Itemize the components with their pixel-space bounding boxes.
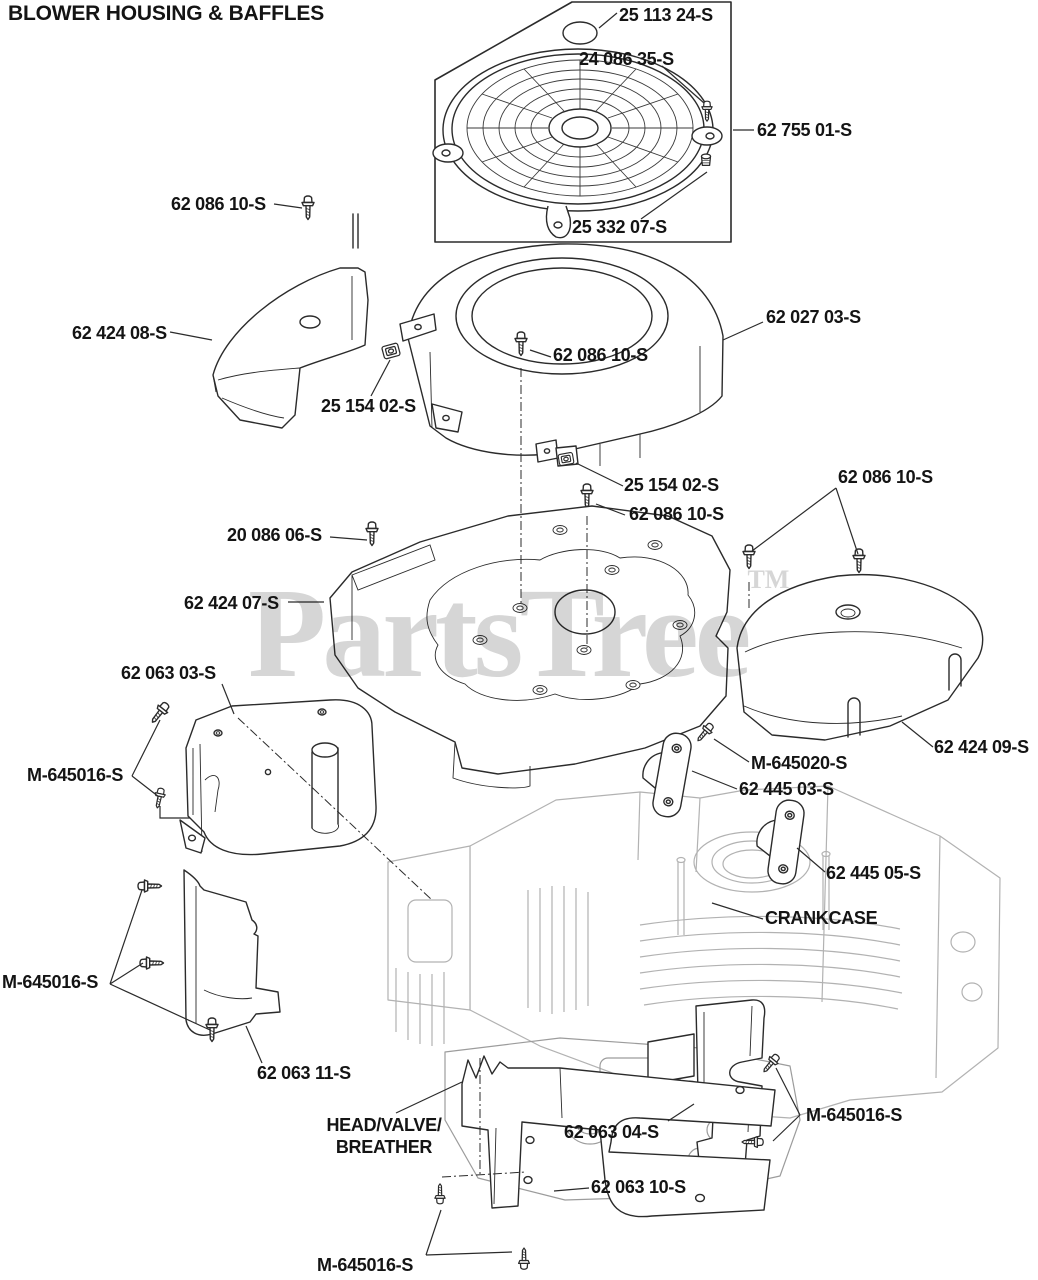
part-label: 62 086 10-S: [838, 467, 933, 487]
screw-m645016-b1: [434, 1183, 446, 1205]
nut-25-154-02-left: [380, 342, 402, 360]
nut-25-154-02-right: [557, 451, 575, 467]
heat-shield-62-063-03-drawing: [179, 699, 377, 856]
part-label: 62 424 09-S: [934, 737, 1029, 757]
part-label: M-645016-S: [2, 972, 99, 992]
part-label: 62 086 10-S: [629, 504, 724, 524]
plug-25-332-07: [700, 153, 712, 167]
grommet-25-113-24: [562, 21, 598, 45]
part-label: M-645016-S: [317, 1255, 414, 1275]
screw-62-086-10-right1: [742, 544, 756, 570]
screw-m645016-b2: [517, 1247, 531, 1270]
part-label: 62 027 03-S: [766, 307, 861, 327]
part-label: 62 755 01-S: [757, 120, 852, 140]
cover-62-424-09-drawing: [736, 573, 984, 741]
centerlines: [237, 368, 750, 1178]
part-label: 62 063 04-S: [564, 1122, 659, 1142]
screw-62-086-10-lower: [580, 483, 594, 509]
part-label: HEAD/VALVE/ BREATHER: [326, 1115, 442, 1157]
cover-62-424-08-drawing: [212, 213, 369, 429]
part-label: 62 424 07-S: [184, 593, 279, 613]
part-label: CRANKCASE: [765, 908, 878, 928]
grille-screen-drawing: [432, 48, 723, 239]
screw-62-086-10-right2: [852, 548, 866, 574]
part-label: 20 086 06-S: [227, 525, 322, 545]
crankcase-drawing: [387, 785, 1001, 1201]
part-label: 62 063 03-S: [121, 663, 216, 683]
part-label: M-645016-S: [806, 1105, 903, 1125]
part-label: M-645020-S: [751, 753, 848, 773]
part-label: 62 086 10-S: [171, 194, 266, 214]
part-label: 62 424 08-S: [72, 323, 167, 343]
part-label: 62 445 03-S: [739, 779, 834, 799]
part-label: M-645016-S: [27, 765, 124, 785]
page-title: BLOWER HOUSING & BAFFLES: [8, 2, 325, 25]
part-label: 25 332 07-S: [572, 217, 667, 237]
main-baffle-drawing: [329, 505, 731, 789]
grille-screen-box: [432, 1, 732, 243]
screw-m645016-left2: [151, 786, 167, 810]
blower-housing-drawing: [399, 243, 724, 467]
part-label: 25 154 02-S: [321, 396, 416, 416]
baffle-62-063-11-drawing: [183, 869, 281, 1036]
part-label: 62 063 10-S: [591, 1177, 686, 1197]
part-label: 25 154 02-S: [624, 475, 719, 495]
part-label: 62 445 05-S: [826, 863, 921, 883]
part-label: 24 086 35-S: [579, 49, 674, 69]
screw-m645016-left1: [147, 699, 173, 727]
leader-lines: [109, 12, 934, 1256]
screw-24-086-35: [701, 100, 713, 122]
part-label: 25 113 24-S: [619, 5, 713, 25]
screw-20-086-06: [365, 521, 379, 547]
baffle-62-063-10-drawing: [461, 1055, 776, 1218]
part-label: 62 086 10-S: [553, 345, 648, 365]
screw-62-086-10-topleft: [301, 195, 315, 221]
part-label: 62 063 11-S: [257, 1063, 351, 1083]
screw-m645016-l2b: [139, 956, 165, 970]
